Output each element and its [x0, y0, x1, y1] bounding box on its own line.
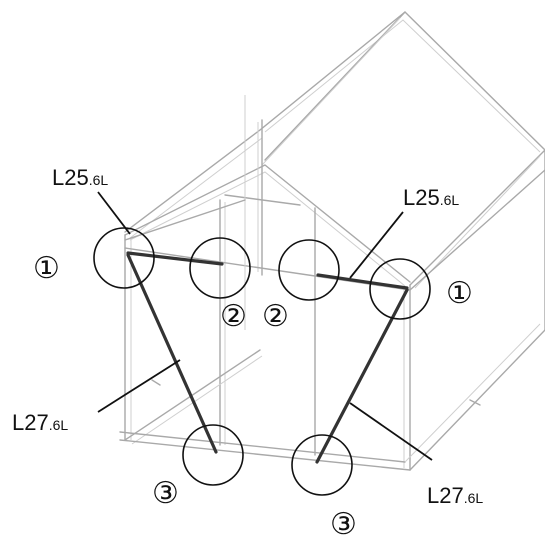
leader-lines	[97, 191, 433, 461]
joint-circle-left-3	[182, 424, 244, 486]
marker-left-2: ②	[220, 299, 247, 334]
greenhouse-frame	[119, 11, 545, 471]
label-bottom-left-sub: .6L	[49, 417, 69, 433]
label-top-left: L25.6L	[52, 165, 108, 190]
label-bottom-right-sub: .6L	[464, 490, 484, 506]
label-bottom-left-main: L27	[12, 410, 49, 435]
joint-circle-right-2	[278, 239, 340, 301]
leader-bottom-right	[349, 402, 433, 461]
leader-bottom-left	[97, 359, 181, 413]
brace-diagonal-left	[126, 253, 218, 454]
label-bottom-left: L27.6L	[12, 410, 68, 435]
marker-right-1: ①	[446, 276, 473, 311]
brace-bars	[126, 251, 409, 464]
joint-circle-right-3	[291, 434, 353, 496]
label-bottom-right-main: L27	[427, 483, 464, 508]
joint-circle-left-2	[189, 237, 251, 299]
label-top-right-main: L25	[403, 185, 440, 210]
label-top-right: L25.6L	[403, 185, 459, 210]
marker-left-1: ①	[33, 251, 60, 286]
label-top-left-sub: .6L	[89, 172, 109, 188]
joint-circle-left-1	[93, 227, 155, 289]
leader-top-right	[349, 211, 404, 279]
label-top-right-sub: .6L	[440, 192, 460, 208]
joint-circle-right-1	[369, 258, 431, 320]
label-bottom-right: L27.6L	[427, 483, 483, 508]
marker-right-3: ③	[330, 507, 357, 542]
joint-circles	[93, 227, 431, 496]
marker-right-2: ②	[262, 299, 289, 334]
brace-top-right	[316, 273, 409, 290]
label-top-left-main: L25	[52, 165, 89, 190]
brace-top-left	[126, 251, 224, 266]
marker-left-3: ③	[152, 476, 179, 511]
leader-top-left	[97, 191, 131, 235]
